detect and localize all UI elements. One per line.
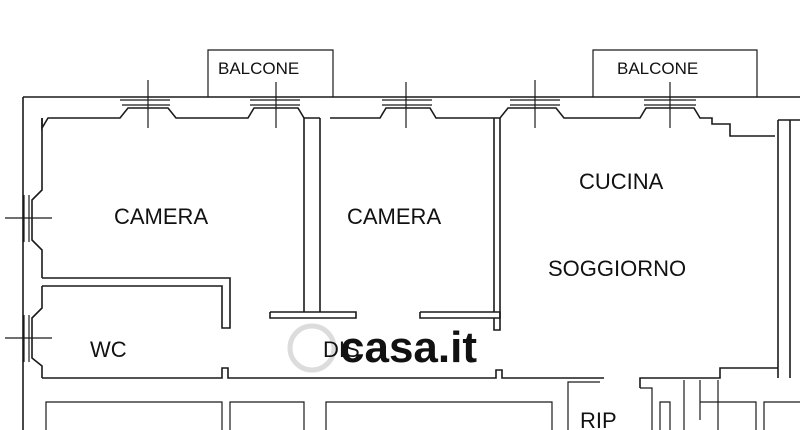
window-top-3 xyxy=(382,82,432,128)
watermark-text: casa.it xyxy=(340,323,477,372)
balcony-right-label: BALCONE xyxy=(617,59,698,78)
watermark: casa.it xyxy=(287,323,477,373)
window-left-1 xyxy=(5,195,52,242)
room-label-dis: DIS xyxy=(323,337,360,362)
room-label-camera-left: CAMERA xyxy=(114,204,208,229)
windows xyxy=(5,80,696,362)
window-top-4 xyxy=(510,80,560,128)
room-label-camera-center: CAMERA xyxy=(347,204,441,229)
window-top-1 xyxy=(120,80,170,128)
balcony-left-label: BALCONE xyxy=(218,59,299,78)
balcony-left: BALCONE xyxy=(207,49,334,97)
interior-walls xyxy=(42,118,800,430)
room-label-soggiorno: SOGGIORNO xyxy=(548,256,686,281)
room-label-rip: RIP xyxy=(580,408,617,430)
balcony-left-outline xyxy=(207,49,334,97)
balcony-right: BALCONE xyxy=(592,49,758,97)
window-top-5 xyxy=(644,82,696,128)
room-label-cucina: CUCINA xyxy=(579,169,664,194)
room-labels: CAMERA CAMERA CUCINA SOGGIORNO WC DIS RI… xyxy=(90,169,686,430)
room-label-wc: WC xyxy=(90,337,127,362)
watermark-logo-icon xyxy=(287,323,337,373)
window-top-2 xyxy=(250,82,300,128)
window-left-2 xyxy=(5,315,52,362)
balcony-right-outline xyxy=(592,49,758,97)
